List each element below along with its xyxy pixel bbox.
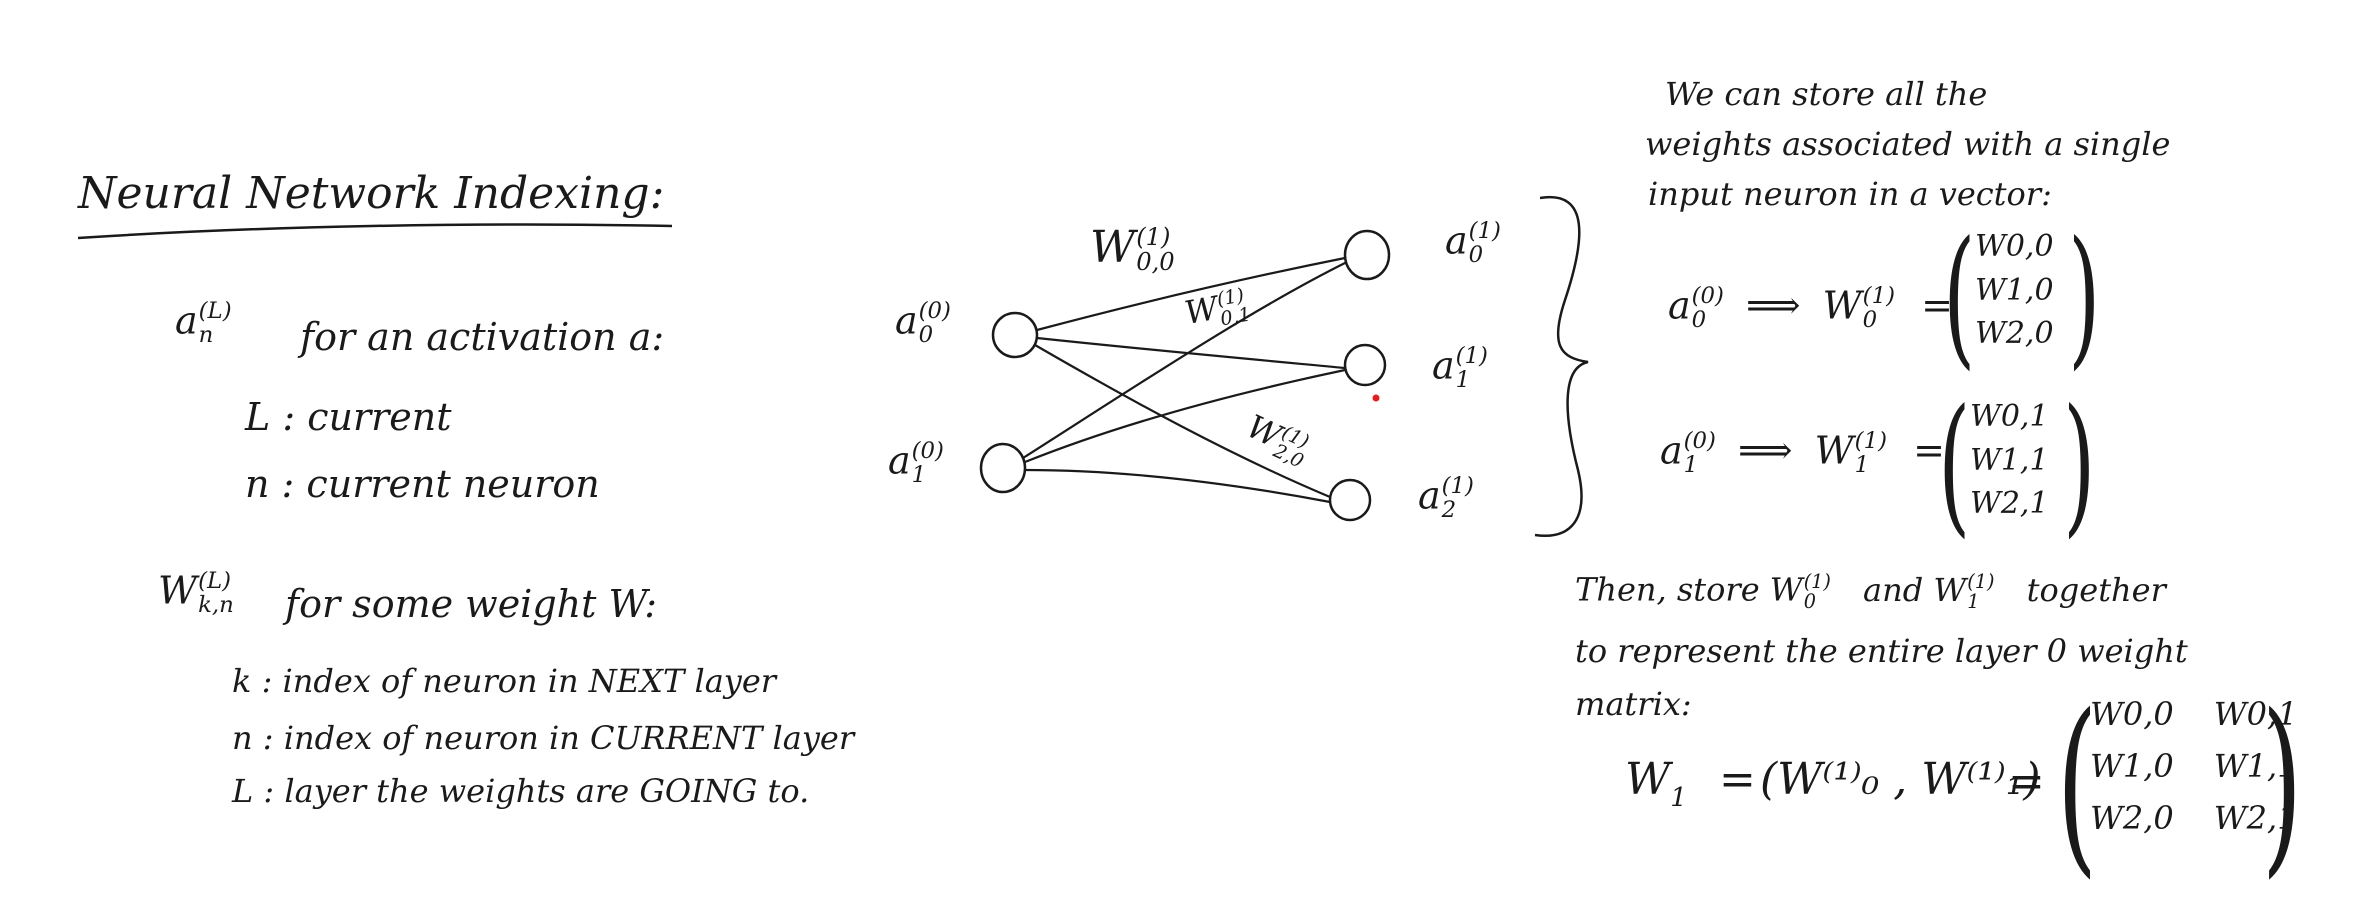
red-dot bbox=[1372, 394, 1380, 402]
L-index-line: L : layer the weights are GOING to. bbox=[232, 772, 810, 810]
weight-notation: W(L)k,n bbox=[158, 568, 234, 618]
vector-w0: W0,0 W1,0 W2,0 bbox=[1975, 225, 2054, 356]
vec0-entry-2: W2,0 bbox=[1975, 316, 2054, 351]
vec1-left-paren: ( bbox=[1938, 378, 1971, 552]
then-line-3: matrix: bbox=[1575, 685, 1692, 723]
matrix-cell: W2,1 bbox=[2213, 799, 2298, 837]
vector-eq-0: a(0)0 ⟹ W(1)0 = bbox=[1668, 283, 1953, 333]
edge-1-1 bbox=[1024, 368, 1346, 464]
then-line-2: to represent the entire layer 0 weight bbox=[1575, 632, 2188, 670]
vec0-right-paren: ) bbox=[2068, 210, 2101, 384]
vec1-entry-0: W0,1 bbox=[1970, 399, 2049, 434]
l-definition: L : current bbox=[245, 395, 452, 439]
output-label-2: a(1)2 bbox=[1418, 473, 1474, 523]
activation-desc: for an activation a: bbox=[300, 315, 665, 359]
edge-1-2 bbox=[1024, 468, 1331, 504]
matrix-left-paren: ( bbox=[2056, 674, 2098, 895]
output-label-0: a(1)0 bbox=[1445, 218, 1501, 268]
matrix-cell: W0,0 bbox=[2090, 695, 2174, 733]
edge-0-0 bbox=[1036, 256, 1346, 332]
n-definition: n : current neuron bbox=[245, 462, 600, 506]
vec1-entry-2: W2,1 bbox=[1970, 486, 2049, 521]
weight-desc: for some weight W: bbox=[285, 582, 658, 626]
then-line-1: Then, store W(1)0 and W(1)1 together bbox=[1575, 570, 2166, 614]
input-neuron-1 bbox=[979, 442, 1027, 494]
input-label-1: a(0)1 bbox=[888, 438, 944, 488]
output-neuron-0 bbox=[1343, 229, 1391, 281]
matrix-cell: W1,1 bbox=[2213, 747, 2298, 785]
weight-matrix: W0,0 W0,1 W1,0 W1,1 W2,0 W2,1 bbox=[2090, 695, 2298, 837]
intro-line-3: input neuron in a vector: bbox=[1648, 175, 2052, 213]
vec0-entry-1: W1,0 bbox=[1975, 272, 2054, 308]
final-mid: (W⁽¹⁾₀ , W⁽¹⁾₁) bbox=[1760, 754, 2041, 805]
matrix-cell: W2,0 bbox=[2090, 799, 2174, 837]
activation-notation: a(L)n bbox=[175, 298, 232, 348]
vector-eq-1: a(0)1 ⟹ W(1)1 = bbox=[1660, 428, 1945, 478]
edge-1-0 bbox=[1022, 261, 1348, 459]
k-index-line: k : index of neuron in NEXT layer bbox=[232, 662, 777, 700]
page-title: Neural Network Indexing: bbox=[78, 168, 665, 219]
output-label-1: a(1)1 bbox=[1432, 343, 1488, 393]
vec0-entry-0: W0,0 bbox=[1975, 229, 2054, 264]
matrix-cell: W0,1 bbox=[2213, 695, 2298, 733]
edge-label-w00: W(1)0,0 bbox=[1090, 221, 1175, 277]
edge-0-1 bbox=[1036, 336, 1346, 370]
vec0-left-paren: ( bbox=[1943, 210, 1976, 384]
vec1-entry-1: W1,1 bbox=[1970, 442, 2049, 478]
intro-line-1: We can store all the bbox=[1665, 75, 1988, 113]
input-label-0: a(0)0 bbox=[895, 298, 951, 348]
matrix-cell: W1,0 bbox=[2090, 747, 2174, 785]
right-brace bbox=[1534, 195, 1589, 537]
final-lhs: W1 = bbox=[1625, 754, 1756, 813]
input-neuron-0 bbox=[991, 311, 1039, 359]
vector-w1: W0,1 W1,1 W2,1 bbox=[1970, 395, 2049, 526]
intro-line-2: weights associated with a single bbox=[1645, 125, 2171, 163]
output-neuron-2 bbox=[1328, 478, 1372, 522]
vec1-right-paren: ) bbox=[2063, 378, 2096, 552]
title-underline bbox=[77, 223, 673, 240]
matrix-right-paren: ) bbox=[2261, 674, 2303, 895]
n-index-line: n : index of neuron in CURRENT layer bbox=[232, 719, 855, 757]
final-eq2: = bbox=[2008, 756, 2045, 807]
output-neuron-1 bbox=[1343, 343, 1387, 387]
edge-0-2 bbox=[1034, 344, 1331, 499]
